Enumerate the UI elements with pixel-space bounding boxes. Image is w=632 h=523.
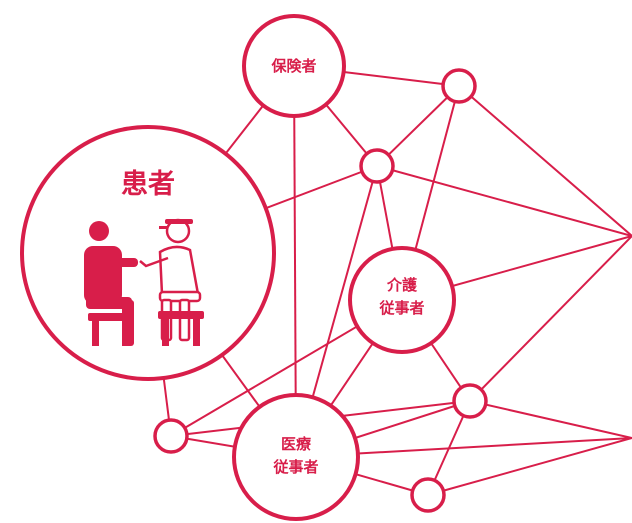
connection-line: [293, 65, 297, 458]
patient-label: 患者: [121, 169, 175, 200]
connection-line: [458, 85, 632, 237]
connection-line: [427, 437, 632, 496]
insurer-circle: [242, 14, 346, 118]
connection-line: [469, 400, 632, 439]
medical-worker-label-line1: 医療: [281, 435, 312, 453]
connector-node: [153, 418, 189, 454]
connector-node: [410, 477, 446, 513]
medical-worker-circle: [232, 393, 360, 521]
care-worker-label-line1: 介護: [386, 276, 418, 294]
medical-worker-label-line2: 従事者: [272, 458, 318, 476]
care-worker-circle: [348, 246, 456, 354]
connector-node: [441, 68, 477, 104]
connection-line: [376, 85, 460, 167]
insurer-label: 保険者: [270, 57, 316, 75]
patient-circle: [20, 125, 276, 381]
connector-node: [359, 148, 395, 184]
patient-examined-by-doctor-icon: [84, 218, 204, 346]
care-worker-label-line2: 従事者: [378, 299, 424, 317]
network-nodes: [20, 14, 488, 521]
connection-line: [469, 235, 632, 402]
patient-node: 患者: [84, 169, 204, 346]
connection-line: [376, 165, 632, 237]
connector-node: [452, 383, 488, 419]
